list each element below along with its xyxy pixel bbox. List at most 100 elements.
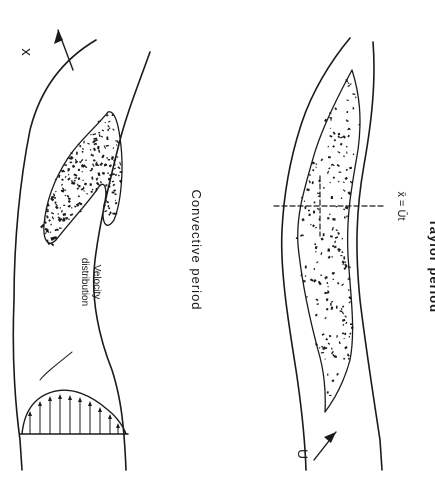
particle [95,188,97,192]
particle [331,301,334,303]
particle [331,256,333,258]
particle [115,200,116,201]
particle [325,338,328,341]
particle [109,214,111,216]
particle [349,336,351,338]
particle [302,234,304,236]
particle [333,177,335,179]
particle [82,180,84,182]
particle [347,85,350,87]
particle [90,149,92,151]
particle [343,135,346,138]
particle [68,219,69,220]
particle [335,229,338,231]
particle [108,121,111,123]
particle [327,146,329,148]
particle [348,289,349,291]
particle [76,152,78,155]
particle [320,252,322,255]
particle [337,151,340,153]
particle [353,107,355,109]
particle [338,133,341,136]
taylor-cloud-outline [298,70,360,412]
particle [99,134,101,137]
taylor-channel-bottom-wall [357,42,382,470]
particle [71,207,73,208]
particle [296,237,298,239]
velocity-profile [20,390,128,434]
particle [77,184,78,186]
particle [314,243,316,245]
particle [106,137,108,141]
particle [101,136,103,138]
particle [90,170,93,172]
particle [308,214,311,217]
particle [344,315,347,317]
particle [66,195,69,198]
particle [82,151,84,153]
particle [353,153,355,155]
particle [346,79,348,82]
particle [334,139,337,142]
particle [77,187,80,190]
particle [348,82,350,84]
velocity-vector-head [68,395,72,400]
particle [315,314,318,317]
particle [100,181,102,183]
particle [342,332,344,334]
mean-position-marker [274,176,386,236]
particle [107,205,109,207]
particle [312,169,314,171]
velocity-vector-head [78,397,82,402]
particle [51,212,54,214]
particle [107,172,109,174]
particle [107,129,109,131]
particle [91,168,93,170]
particle [64,164,66,166]
particle [329,335,332,338]
particle [306,188,310,191]
particle [323,187,325,189]
particle [84,183,87,186]
particle [329,135,332,138]
mean-position-label: x̄ = Ūt [395,191,407,220]
particle [346,111,348,113]
particle [326,308,328,310]
particle [332,228,334,230]
particle [108,159,110,160]
particle [340,136,343,138]
particle [47,203,49,205]
particle [349,332,351,334]
particle [328,256,331,259]
particle [78,177,81,179]
particle [87,143,90,145]
particle [343,181,345,183]
particle [352,93,355,95]
particle [102,129,104,131]
particle [116,144,118,146]
particle [327,286,329,288]
particle [342,260,345,263]
particle [331,164,333,166]
particle [55,206,59,210]
particle [78,195,80,197]
particle [51,196,54,198]
particle [326,298,329,301]
velocity-vector-head [88,401,92,406]
particle [54,201,56,203]
particle [312,181,314,183]
particle [63,219,65,221]
particle [101,154,104,158]
particle [334,241,336,244]
particle [323,233,325,236]
particle [109,164,112,167]
particle [330,303,331,306]
particle [105,184,107,186]
particle [339,172,342,173]
particle [111,156,114,160]
velocity-vector-head [108,414,112,419]
particle [112,128,114,130]
particle [321,352,324,354]
particle [74,177,77,179]
